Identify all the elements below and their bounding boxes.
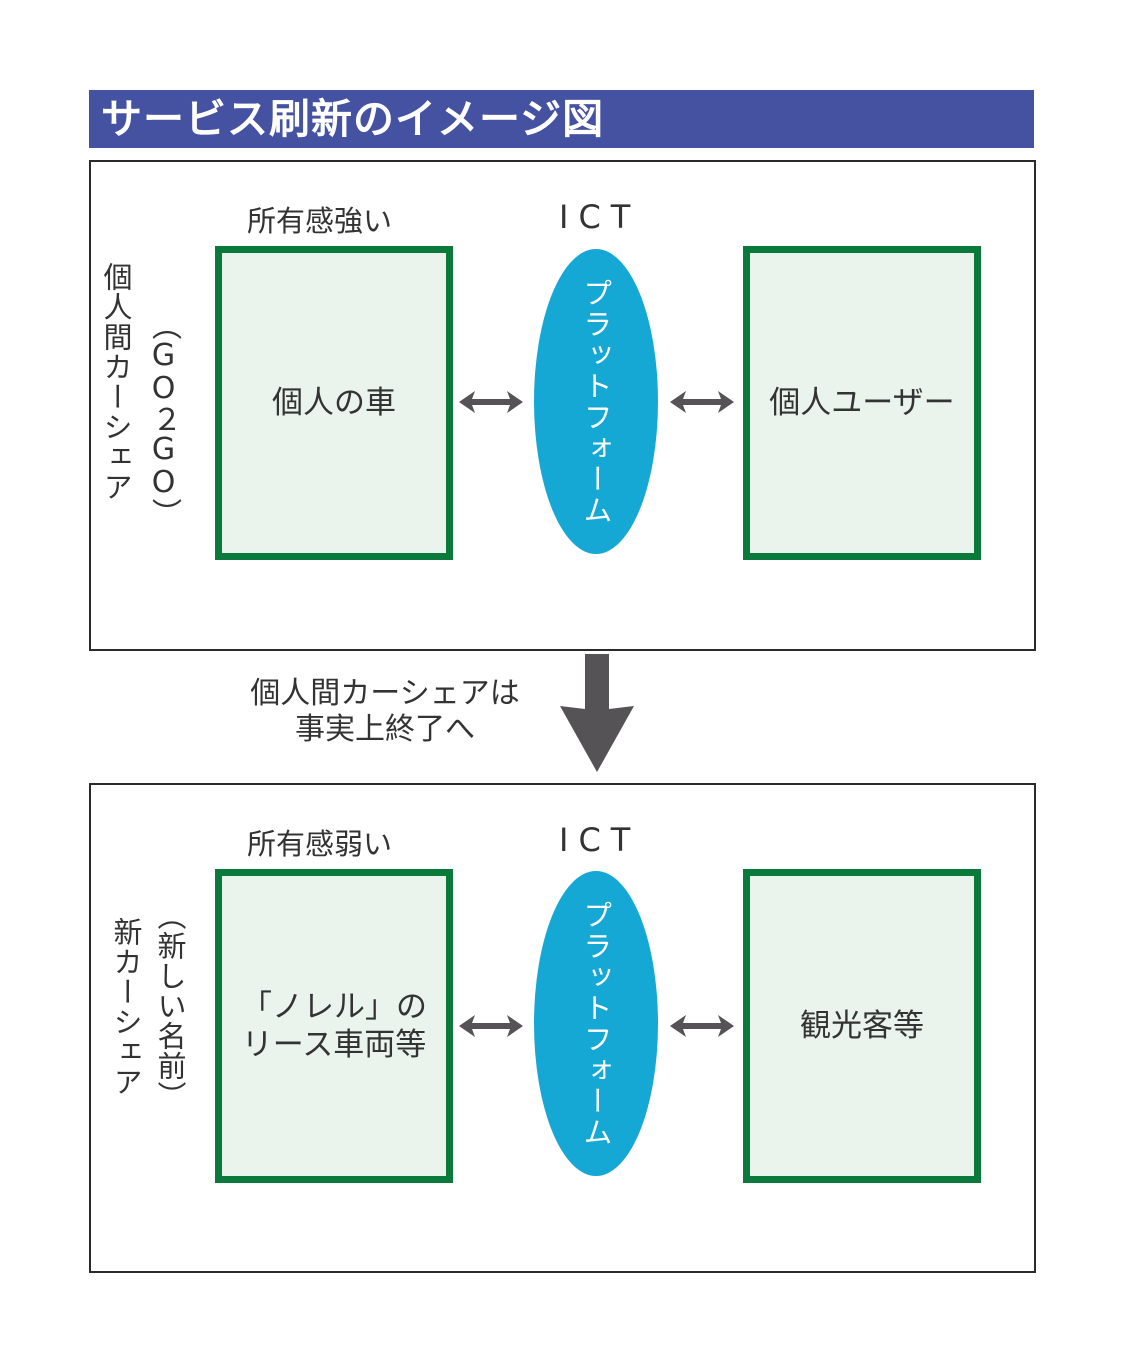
title-bar: サービス刷新のイメージ図 [89, 90, 1034, 148]
left-box-line-2: リース車両等 [241, 1027, 427, 1063]
side-label-after: 新カーシェア [109, 917, 143, 1097]
left-box-label: 個人の車 [272, 385, 396, 421]
left-box-before: 個人の車 [215, 246, 453, 560]
platform-label: プラットフォーム [579, 277, 613, 526]
double-arrow-icon [459, 391, 523, 413]
side-sublabel-after: （新しい名前） [153, 901, 187, 1111]
platform-ellipse-after: プラットフォーム [534, 871, 658, 1176]
panel-after: 新カーシェア （新しい名前） 所有感弱い 「ノレル」の リース車両等 ICT プ… [89, 783, 1036, 1273]
left-box-after: 「ノレル」の リース車両等 [215, 869, 453, 1183]
left-caption-after: 所有感弱い [247, 827, 393, 861]
side-sublabel-before: （GO２GO） [146, 310, 181, 526]
down-arrow-icon [560, 654, 634, 772]
double-arrow-icon [670, 391, 734, 413]
right-box-label: 個人ユーザー [769, 385, 955, 421]
right-box-before: 個人ユーザー [743, 246, 981, 560]
ict-label-before: ICT [559, 198, 641, 236]
diagram-title: サービス刷新のイメージ図 [101, 95, 605, 143]
double-arrow-icon [459, 1015, 523, 1037]
platform-ellipse-before: プラットフォーム [534, 249, 658, 554]
left-box-line-1: 「ノレル」の [241, 989, 427, 1025]
transition-text: 個人間カーシェアは 事実上終了へ [210, 676, 560, 748]
transition-line-2: 事実上終了へ [295, 712, 475, 747]
double-arrow-icon [670, 1015, 734, 1037]
platform-label: プラットフォーム [579, 899, 613, 1148]
transition-line-1: 個人間カーシェアは [250, 676, 520, 711]
side-label-before: 個人間カーシェア [99, 262, 133, 502]
right-box-after: 観光客等 [743, 869, 981, 1183]
ict-label-after: ICT [559, 821, 641, 859]
right-box-label: 観光客等 [800, 1008, 924, 1044]
left-caption-before: 所有感強い [247, 204, 393, 238]
panel-before: 個人間カーシェア （GO２GO） 所有感強い 個人の車 ICT プラットフォーム… [89, 160, 1036, 651]
